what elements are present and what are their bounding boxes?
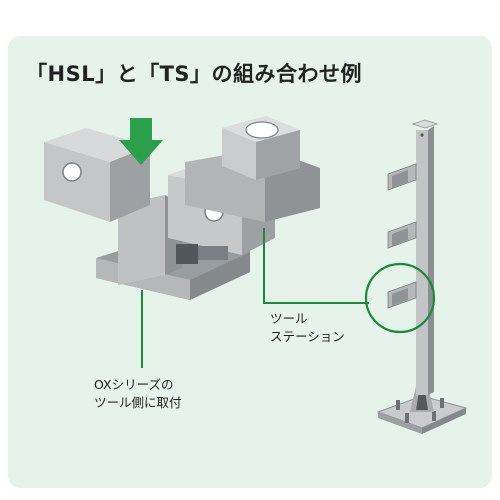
tool-station-leader-line [263, 228, 369, 304]
ox-series-label-line2: ツール側に取付 [94, 395, 182, 410]
tool-station-illustration [376, 119, 468, 434]
ox-series-label: OXシリーズの ツール側に取付 [94, 376, 182, 412]
down-arrow-icon [119, 118, 163, 165]
tool-station-label-line1: ツール [270, 311, 308, 326]
ox-series-label-line1: OXシリーズの [94, 377, 174, 392]
highlight-circle [364, 262, 436, 334]
figure-title: 「HSL」と「TS」の組み合わせ例 [26, 62, 363, 86]
tool-station-label-line2: ステーション [270, 329, 345, 344]
tool-station-label: ツール ステーション [270, 310, 345, 346]
hsl-unit-illustration [44, 116, 320, 300]
